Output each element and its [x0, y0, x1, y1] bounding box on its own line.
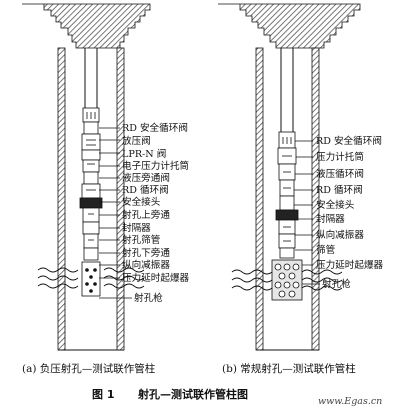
panel-b-label: 纵向减振器	[316, 229, 364, 241]
panel-b-caption: (b) 常规射孔—测试联作管柱	[222, 362, 356, 375]
panel-a-surface	[22, 3, 151, 49]
panel-a-label: 封隔器	[122, 222, 151, 234]
panel-b-gun-charges	[274, 263, 300, 298]
panel-b-label: 封隔器	[316, 213, 345, 225]
panel-a-label: 射孔筛管	[122, 234, 161, 246]
panel-a-label: RD 安全循环阀	[122, 122, 188, 134]
panel-a-label: 放压阀	[122, 135, 151, 147]
figure-number: 图 1	[92, 388, 114, 401]
panel-a-leaders	[99, 127, 132, 299]
panel-b-label: 筛管	[316, 244, 336, 256]
panel-b-label: 安全接头	[316, 199, 355, 211]
panel-b: RD 安全循环阀 压力计托筒 液压循环阀 RD 循环阀 安全接头 封隔器 纵向减…	[218, 3, 384, 351]
panel-b-label: 射孔枪	[322, 278, 351, 290]
panel-a-label: 射孔下旁通	[122, 247, 170, 259]
panel-a-label: 射孔枪	[134, 292, 163, 304]
panel-a-labels: RD 安全循环阀 放压阀 LPR-N 阀 电子压力计托筒 液压旁通阀 RD 循环…	[122, 122, 190, 304]
panel-a: RD 安全循环阀 放压阀 LPR-N 阀 电子压力计托筒 液压旁通阀 RD 循环…	[22, 3, 190, 351]
panel-b-casing-right	[311, 47, 320, 351]
figure-title: 射孔—测试联作管柱图	[137, 387, 248, 401]
panel-b-label: 压力延时起爆器	[316, 259, 384, 271]
panel-a-tool-string	[79, 107, 103, 297]
panel-a-gun-charges	[85, 268, 97, 293]
panel-a-casing-left	[57, 47, 66, 351]
panel-a-label: 安全接头	[122, 196, 161, 208]
panel-a-caption: (a) 负压射孔—测试联作管柱	[22, 362, 156, 375]
panel-b-label: RD 安全循环阀	[316, 135, 382, 147]
panel-a-label: 液压旁通阀	[122, 172, 170, 184]
panel-b-surface	[218, 3, 361, 49]
panel-a-label: 纵向减振器	[122, 259, 170, 271]
panel-b-label: 液压循环阀	[316, 168, 364, 180]
panel-a-label: 电子压力计托筒	[122, 160, 190, 172]
panel-a-label: RD 循环阀	[122, 184, 169, 196]
panel-b-label: 压力计托筒	[316, 151, 364, 163]
panel-a-label: 射孔上旁通	[122, 209, 170, 221]
panel-b-leaders	[294, 140, 320, 285]
panel-b-perforations	[231, 269, 343, 291]
panel-a-label: LPR-N 阀	[122, 148, 166, 160]
watermark: www.Egas.cn	[318, 396, 382, 407]
panel-b-labels: RD 安全循环阀 压力计托筒 液压循环阀 RD 循环阀 安全接头 封隔器 纵向减…	[316, 135, 384, 290]
panel-a-perforations	[37, 267, 145, 289]
panel-a-label: 压力延时起爆器	[122, 272, 190, 284]
panel-b-casing-left	[255, 47, 264, 351]
panel-b-label: RD 循环阀	[316, 184, 363, 196]
